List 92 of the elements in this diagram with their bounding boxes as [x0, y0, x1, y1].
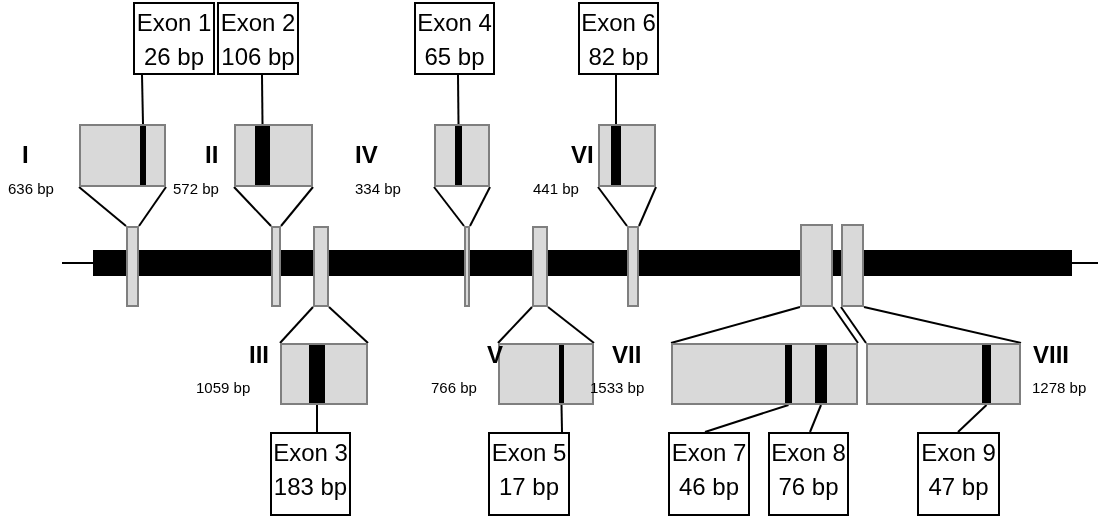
exon-label-box: [217, 2, 299, 75]
exon-stripe: [455, 126, 462, 185]
fragment-marker: [464, 226, 470, 307]
exon-name: Exon 1: [136, 8, 212, 38]
exon-stripe: [559, 345, 564, 403]
exon-name: Exon 4: [417, 8, 492, 38]
expansion-line: [78, 186, 127, 227]
expansion-line: [328, 306, 369, 344]
fragment-length: 636 bp: [8, 180, 54, 197]
exon-label-box: [768, 432, 849, 516]
expansion-line: [433, 186, 465, 227]
fragment-marker: [126, 226, 139, 307]
exon-name: Exon 3: [273, 438, 348, 468]
fragment-length: 766 bp: [431, 379, 477, 396]
expansion-line: [638, 186, 657, 227]
fragment-box: [671, 343, 858, 405]
exon-name: Exon 8: [771, 438, 846, 468]
leader-line: [809, 404, 822, 433]
exon-label-box: [578, 2, 659, 75]
leader-line: [316, 404, 318, 433]
exon-name: Exon 6: [581, 8, 656, 38]
exon-stripe: [611, 126, 621, 185]
exon-length: 26 bp: [143, 42, 205, 72]
exon-length: 65 bp: [424, 42, 485, 72]
leader-line: [615, 74, 617, 125]
exon-label-box: [488, 432, 570, 516]
fragment-box: [866, 343, 1021, 405]
fragment-box: [598, 124, 656, 187]
leader-line: [704, 404, 790, 433]
exon-stripe: [140, 126, 146, 185]
fragment-marker: [532, 226, 548, 307]
fragment-numeral: I: [22, 141, 29, 169]
exon-length: 76 bp: [778, 472, 839, 502]
fragment-box: [434, 124, 490, 187]
exon-stripe: [815, 345, 827, 403]
fragment-numeral: V: [487, 341, 503, 369]
leader-line: [261, 74, 264, 125]
fragment-length: 334 bp: [355, 180, 401, 197]
leader-line: [957, 404, 988, 433]
fragment-marker: [271, 226, 281, 307]
leader-line: [560, 404, 563, 433]
expansion-line: [280, 186, 314, 227]
exon-length: 46 bp: [678, 472, 740, 502]
expansion-line: [670, 306, 801, 344]
exon-length: 183 bp: [273, 472, 348, 502]
exon-stripe: [255, 126, 270, 185]
exon-name: Exon 5: [491, 438, 567, 468]
exon-label-box: [270, 432, 351, 516]
exon-name: Exon 2: [220, 8, 296, 38]
fragment-length: 1278 bp: [1032, 379, 1087, 396]
exon-stripe: [785, 345, 792, 403]
exon-label-box: [668, 432, 750, 516]
fragment-numeral: III: [249, 341, 269, 369]
expansion-line: [233, 186, 272, 227]
exon-name: Exon 7: [671, 438, 747, 468]
fragment-length: 441 bp: [533, 180, 579, 197]
exon-label-box: [917, 432, 1000, 516]
expansion-line: [469, 186, 491, 227]
expansion-line: [138, 186, 167, 227]
expansion-line: [497, 306, 533, 344]
fragment-numeral: IV: [355, 141, 378, 169]
exon-stripe: [982, 345, 991, 403]
expansion-line: [863, 306, 1022, 344]
fragment-numeral: VII: [612, 341, 642, 369]
exon-label-box: [133, 2, 215, 75]
fragment-marker: [841, 224, 864, 307]
expansion-line: [840, 306, 867, 344]
exon-stripe: [309, 345, 325, 403]
fragment-marker: [313, 226, 329, 307]
exon-name: Exon 9: [921, 438, 996, 468]
expansion-line: [832, 306, 859, 344]
leader-line: [141, 74, 144, 125]
fragment-numeral: VI: [571, 141, 594, 169]
expansion-line: [597, 186, 628, 227]
exon-length: 47 bp: [928, 472, 989, 502]
fragment-box: [234, 124, 313, 187]
expansion-line: [547, 306, 595, 344]
expansion-line: [279, 306, 314, 344]
fragment-length: 572 bp: [173, 180, 219, 197]
exon-length: 17 bp: [498, 472, 560, 502]
fragment-box: [79, 124, 166, 187]
fragment-length: 1059 bp: [196, 379, 251, 396]
exon-label-box: [414, 2, 495, 75]
fragment-marker: [800, 224, 833, 307]
fragment-numeral: II: [205, 141, 219, 169]
fragment-box: [280, 343, 368, 405]
exon-length: 82 bp: [588, 42, 649, 72]
fragment-marker: [627, 226, 639, 307]
fragment-length: 1533 bp: [590, 379, 645, 396]
fragment-numeral: VIII: [1033, 341, 1069, 369]
exon-length: 106 bp: [221, 42, 295, 72]
leader-line: [457, 74, 460, 125]
